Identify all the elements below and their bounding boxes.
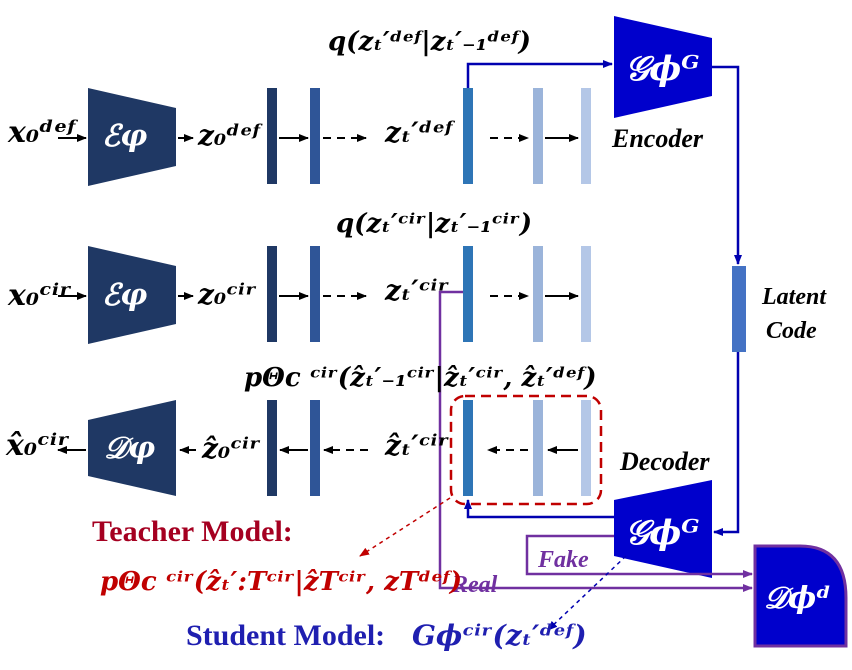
- latent-code-bar: [732, 266, 746, 352]
- row2-encoder-symbol: ℰφ: [102, 278, 147, 313]
- row2-bar-5: [581, 246, 591, 342]
- teacher-pointer-arrow: [359, 497, 451, 557]
- latent-code-line2: Code: [766, 318, 817, 344]
- row1-bar-1: [267, 88, 277, 184]
- row1-bar-2: [310, 88, 320, 184]
- row1-latent-t-label: zₜ′ᵈᵉᶠ: [384, 116, 456, 149]
- row3-output-label: x̂₀ᶜⁱʳ: [5, 428, 70, 463]
- student-pointer-arrow: [547, 555, 627, 631]
- row3-bar-4: [533, 400, 543, 496]
- discriminator-d-shape-icon: [753, 544, 848, 648]
- row1-input-label: x₀ᵈᵉᶠ: [7, 115, 78, 150]
- teacher-title: Teacher Model:: [92, 515, 293, 548]
- row3-decoder-symbol: 𝒟φ: [104, 431, 155, 466]
- row3-latent0-label: ẑ₀ᶜⁱʳ: [201, 432, 261, 465]
- row3-decoder-trapezoid-icon: [88, 400, 176, 496]
- row2-latent0-label: z₀ᶜⁱʳ: [197, 278, 257, 311]
- generator-decoder-symbol: 𝒢ϕᴳ: [625, 513, 700, 553]
- decoder-label: Decoder: [619, 447, 710, 476]
- row2-bar-2: [310, 246, 320, 342]
- row3-reverse-label: pΘc ᶜⁱʳ(ẑₜ′₋₁ᶜⁱʳ|ẑₜ′ᶜⁱʳ, ẑₜ′ᵈᵉᶠ): [244, 363, 597, 393]
- row3-bar-3: [463, 400, 473, 496]
- row2-bar-4: [533, 246, 543, 342]
- row2-bar-1: [267, 246, 277, 342]
- student-formula: Gϕᶜⁱʳ(zₜ′ᵈᵉᶠ): [412, 619, 587, 652]
- fake-label: Fake: [537, 547, 589, 573]
- generator-encoder-trapezoid-icon: [614, 16, 712, 118]
- row3-bar-1: [267, 400, 277, 496]
- decoder-to-teacher-arrow: [464, 499, 614, 519]
- row3-latent-t-label: ẑₜ′ᶜⁱʳ: [384, 429, 449, 462]
- fake-path-arrow: [525, 534, 753, 578]
- row3-bar-2: [310, 400, 320, 496]
- to-encoder-arrow: [466, 60, 613, 88]
- row2-latent-t-label: zₜ′ᶜⁱʳ: [384, 274, 449, 307]
- row1-bar-3: [463, 88, 473, 184]
- generator-decoder-trapezoid-icon: [614, 480, 712, 578]
- latent-code-line1: Latent: [761, 284, 827, 310]
- row1-transition-label: q(zₜ′ᵈᵉᶠ|zₜ′₋₁ᵈᵉᶠ): [328, 27, 531, 57]
- generator-encoder-symbol: 𝒢ϕᴳ: [625, 49, 700, 89]
- row1-latent0-label: z₀ᵈᵉᶠ: [197, 119, 264, 152]
- row2-encoder-trapezoid-icon: [88, 246, 176, 344]
- row3-bar-5: [581, 400, 591, 496]
- real-path-arrow: [438, 290, 753, 592]
- discriminator-symbol: 𝒟ϕᵈ: [764, 581, 831, 616]
- row1-encoder-trapezoid-icon: [88, 88, 176, 186]
- row1-bar-5: [581, 88, 591, 184]
- row2-bar-3: [463, 246, 473, 342]
- encoder-label: Encoder: [611, 124, 704, 153]
- teacher-formula: pΘc ᶜⁱʳ(ẑₜ′:Tᶜⁱʳ|ẑTᶜⁱʳ, zTᵈᵉᶠ): [100, 567, 462, 597]
- encoder-to-latent-arrow: [712, 65, 742, 265]
- teacher-dashed-box: [449, 394, 603, 506]
- real-label: Real: [451, 572, 498, 598]
- row1-bar-4: [533, 88, 543, 184]
- row2-transition-label: q(zₜ′ᶜⁱʳ|zₜ′₋₁ᶜⁱʳ): [336, 209, 532, 239]
- latent-to-decoder-arrow: [713, 352, 740, 536]
- row1-encoder-symbol: ℰφ: [102, 119, 147, 154]
- student-title: Student Model:: [186, 619, 385, 652]
